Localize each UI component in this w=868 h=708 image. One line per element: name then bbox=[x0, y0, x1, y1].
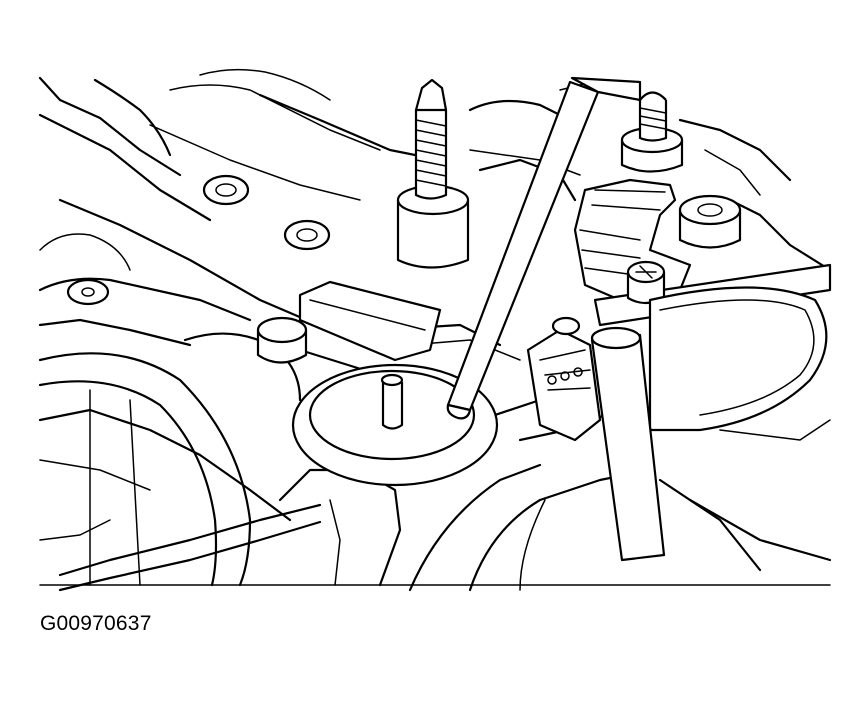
cover-disc bbox=[648, 286, 828, 432]
pry-tool bbox=[446, 76, 642, 420]
seal-ring bbox=[291, 363, 499, 487]
mounting-pads bbox=[66, 174, 331, 306]
cylinder-boss bbox=[256, 316, 308, 364]
threaded-stud-right bbox=[620, 91, 684, 173]
gasket-plate bbox=[298, 280, 442, 362]
figure-code: G00970637 bbox=[40, 612, 152, 635]
threaded-stud-left bbox=[396, 78, 470, 269]
right-pads bbox=[678, 194, 742, 249]
housing-left bbox=[38, 352, 322, 592]
alignment-tube bbox=[590, 326, 666, 562]
engine-casting bbox=[38, 68, 832, 592]
